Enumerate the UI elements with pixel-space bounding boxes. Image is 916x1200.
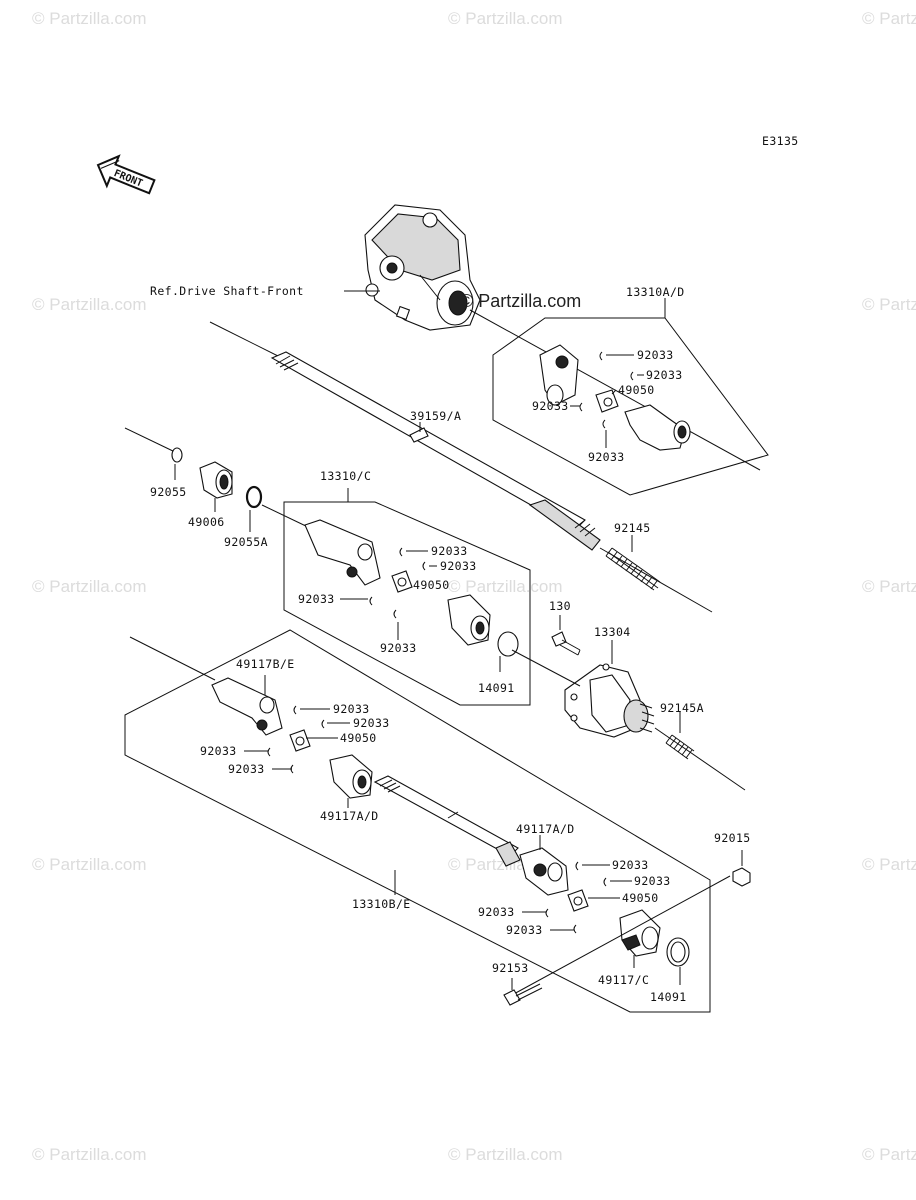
label-92033: 92033 xyxy=(431,544,468,558)
label-92033: 92033 xyxy=(353,716,390,730)
label-92033: 92033 xyxy=(298,592,335,606)
label-49006: 49006 xyxy=(188,515,225,529)
front-arrow-icon: FRONT xyxy=(96,154,156,195)
label-39159A: 39159/A xyxy=(410,409,461,423)
final-drive-housing xyxy=(364,204,481,331)
watermark: © Partzilla.com xyxy=(32,295,147,314)
label-92033: 92033 xyxy=(634,874,671,888)
watermark: © Partzilla.com xyxy=(32,1145,147,1164)
group-outline-13310C xyxy=(283,501,531,706)
label-13310AD: 13310A/D xyxy=(626,285,685,299)
watermark: © Partzilla.com xyxy=(862,9,916,28)
diagram-code: E3135 xyxy=(762,134,799,148)
label-92145: 92145 xyxy=(614,521,651,535)
yoke-49117AD-right xyxy=(519,847,569,896)
label-49050: 49050 xyxy=(413,578,450,592)
label-13304: 13304 xyxy=(594,625,631,639)
watermark: © Partzilla.com xyxy=(448,577,563,596)
label-49117AD: 49117A/D xyxy=(320,809,379,823)
label-49117AD: 49117A/D xyxy=(516,822,575,836)
spring-92145A xyxy=(665,734,695,760)
group-outline-13310AD xyxy=(492,317,769,496)
label-92015: 92015 xyxy=(714,831,751,845)
label-92033: 92033 xyxy=(532,399,569,413)
label-92033: 92033 xyxy=(612,858,649,872)
watermarks: © Partzilla.com © Partzilla.com © Partzi… xyxy=(32,9,916,1164)
oring-92055 xyxy=(171,447,183,463)
yoke-13310C-rear xyxy=(447,594,491,646)
boot-49006 xyxy=(199,461,233,499)
label-49050: 49050 xyxy=(618,383,655,397)
center-watermark: © Partzilla.com xyxy=(460,291,581,311)
watermark: © Partzilla.com xyxy=(448,1145,563,1164)
label-92033: 92033 xyxy=(646,368,683,382)
label-92033: 92033 xyxy=(440,559,477,573)
label-92033: 92033 xyxy=(478,905,515,919)
nut-92015 xyxy=(732,867,751,887)
label-13310C: 13310/C xyxy=(320,469,371,483)
watermark: © Partzilla.com xyxy=(32,9,147,28)
label-130: 130 xyxy=(549,599,571,613)
spider-49050-b xyxy=(289,729,311,752)
yoke-49117C xyxy=(619,909,661,957)
spider-49050-a xyxy=(595,389,619,413)
drive-shaft-39159A xyxy=(270,351,601,551)
yoke-13310AD-front xyxy=(539,344,579,406)
yoke-13310AD-rear xyxy=(624,404,691,451)
oring-92055A xyxy=(245,485,263,509)
watermark: © Partzilla.com xyxy=(32,577,147,596)
watermark: © Partzilla.com xyxy=(862,295,916,314)
label-14091: 14091 xyxy=(650,990,687,1004)
label-92033: 92033 xyxy=(200,744,237,758)
propeller-shaft-13310BE xyxy=(373,775,521,867)
reference-note: Ref.Drive Shaft-Front xyxy=(150,284,304,298)
label-49050: 49050 xyxy=(340,731,377,745)
bolt-92153 xyxy=(503,983,543,1006)
spring-92145 xyxy=(605,547,661,591)
spider-49050-d xyxy=(567,889,589,912)
watermark: © Partzilla.com xyxy=(862,1145,916,1164)
watermark: © Partzilla.com xyxy=(32,855,147,874)
watermark: © Partzilla.com xyxy=(448,9,563,28)
group-outline-13310BE xyxy=(124,629,711,1013)
label-13310BE: 13310B/E xyxy=(352,897,411,911)
label-92033: 92033 xyxy=(506,923,543,937)
label-14091: 14091 xyxy=(478,681,515,695)
watermark: © Partzilla.com xyxy=(862,855,916,874)
label-92033: 92033 xyxy=(228,762,265,776)
label-92055: 92055 xyxy=(150,485,187,499)
shim-14091-a xyxy=(497,631,519,657)
label-92033: 92033 xyxy=(637,348,674,362)
label-92055A: 92055A xyxy=(224,535,268,549)
yoke-13310C-front xyxy=(304,519,381,586)
watermark: © Partzilla.com xyxy=(862,577,916,596)
housing-13304 xyxy=(564,663,655,738)
label-92033: 92033 xyxy=(380,641,417,655)
yoke-49117BE xyxy=(211,677,283,736)
bolt-130 xyxy=(551,631,581,656)
label-49050: 49050 xyxy=(622,891,659,905)
spider-49050-c xyxy=(391,570,413,593)
label-92145A: 92145A xyxy=(660,701,704,715)
yoke-49117AD-left xyxy=(329,754,373,799)
label-49117BE: 49117B/E xyxy=(236,657,295,671)
label-92153: 92153 xyxy=(492,961,529,975)
label-92033: 92033 xyxy=(333,702,370,716)
label-49117C: 49117/C xyxy=(598,973,649,987)
label-92033: 92033 xyxy=(588,450,625,464)
